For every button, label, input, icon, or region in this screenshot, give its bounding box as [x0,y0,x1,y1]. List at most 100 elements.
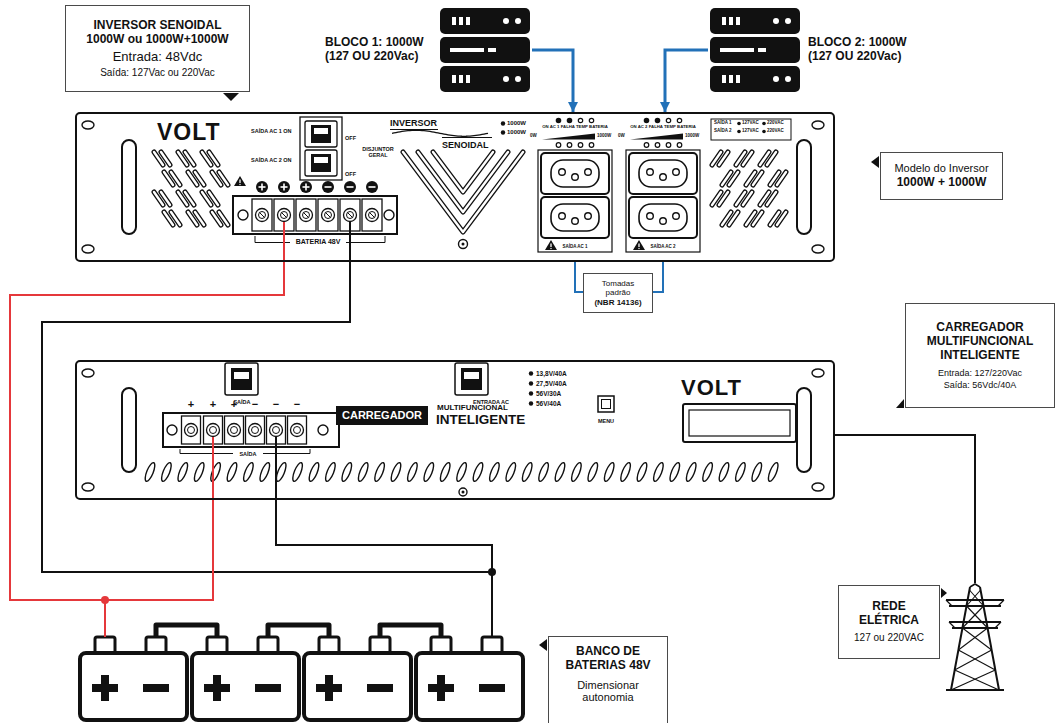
terminal-screw [291,424,304,437]
vent-chevron-inner [433,152,493,192]
legend-led [501,130,505,134]
vent-slot [750,462,763,483]
server-bay [466,75,470,83]
server-bay [722,75,726,83]
panel-label: ON AC 2 FALHA TEMP BATERIA [625,125,701,130]
power-led [556,143,561,148]
vent-slot [209,192,218,205]
status-led [677,118,681,122]
terminal [182,416,201,444]
terminal-polarity-icon [300,181,312,193]
vent-slot [743,152,752,165]
text-slot: 220VAC [767,129,784,134]
terminal-screw [249,424,262,437]
text-slot: SAÍDA AC 2 [626,245,700,250]
terminal-polarity-mark [283,184,285,191]
vent-slot [161,152,170,165]
tower-arm [998,600,1004,606]
callout-pointer [871,156,879,168]
inverter-rack: VOLTSAÍDA AC 1 ONSAÍDA AC 2 ONOFFOFFDISJ… [75,112,835,262]
mode-led [529,371,533,375]
warning-mark [638,244,639,248]
label-text: BANCO DE BATERIAS 48V [555,645,661,673]
status-led [556,118,560,122]
panel-label: INTELIGENTE [436,412,525,428]
callout-box: BANCO DE BATERIAS 48VDimensionar autonom… [548,636,668,723]
panel-label: SAÍDA AC 1 [538,245,612,250]
power-wire [105,500,213,618]
tower-brace [958,650,995,670]
outlet-pin [647,169,654,176]
vent-slot [586,462,599,483]
rack-hole [812,121,824,129]
vent-slot [488,462,501,483]
vent-slot [743,192,752,205]
vent-slot-inner [209,152,218,165]
panel-label: 127VAC [742,121,759,126]
vent-slot [652,462,665,483]
breaker [305,121,337,147]
vent-slot [389,462,402,483]
text-slot: SAÍDA AC 1 ON [251,128,292,134]
label-text: Saída: 127Vac ou 220Vac [100,67,215,79]
voltage-led [737,130,741,134]
terminal-end [318,425,328,435]
callout-box: Tomadas padrão(NBR 14136) [583,273,653,313]
breaker [455,363,488,395]
terminal-screw [228,424,241,437]
vent-slot-inner [777,172,786,185]
terminal-slot [282,213,287,218]
text-slot: 1000W [507,120,526,127]
vent-slot [668,462,681,483]
outlet-pin [673,169,680,176]
label-text: Saída: 56Vdc/40A [944,380,1017,390]
server-led [515,76,521,82]
terminal-screw-head [210,427,217,434]
terminal-slot [326,213,331,218]
mode-led [529,381,533,385]
vent-slot [307,462,320,483]
server-bay [459,75,463,83]
label-text: (NBR 14136) [594,298,641,307]
vent-slot [684,462,697,483]
terminal-slot [370,213,375,218]
server-unit [440,8,530,34]
text-slot: SAÍDA 2 [714,129,732,134]
text-slot: DISJUNTOR GERAL [358,146,398,158]
vent-slot-inner [171,172,180,185]
screw [459,488,467,496]
tower-brace [966,590,980,606]
terminal-screw [366,209,379,222]
vent-slot-inner [743,192,752,205]
outlet-pin [647,213,654,220]
text-slot: BLOCO 2: 1000W (127 OU 220Vac) [808,36,920,64]
vent-slot-inner [219,172,228,185]
terminal-screw [278,209,291,222]
text-slot: SAÍDA AC 1 [538,245,612,250]
battery-wire-stub [283,222,285,262]
battery-body [192,653,299,720]
text-slot: 27,5V/40A [536,380,567,387]
panel-label: SAÍDA 2 [714,129,732,134]
outlet-panel [538,150,612,252]
outlet [629,197,697,238]
server-bay [722,17,726,25]
terminal-screw-head [281,212,288,219]
text-slot: OFF [345,135,356,141]
panel-label: SAÍDA AC 1 ON [251,128,292,134]
vent-slot [729,172,738,185]
vent-slot-inner [719,152,728,165]
label-text: Modelo do Inversor [894,162,988,175]
vent-slot [219,172,228,185]
label-text: Tomadas padrão [596,279,640,297]
vent-slot-inner [777,212,786,225]
server-led [785,76,791,82]
battery-plus-sign [213,675,221,701]
vent-slot [185,152,194,165]
signal-line [575,262,583,292]
terminal-screw [270,424,283,437]
server-unit [710,66,800,92]
status-led [578,118,582,122]
power-wire [835,435,975,583]
panel-label: + [228,398,240,411]
